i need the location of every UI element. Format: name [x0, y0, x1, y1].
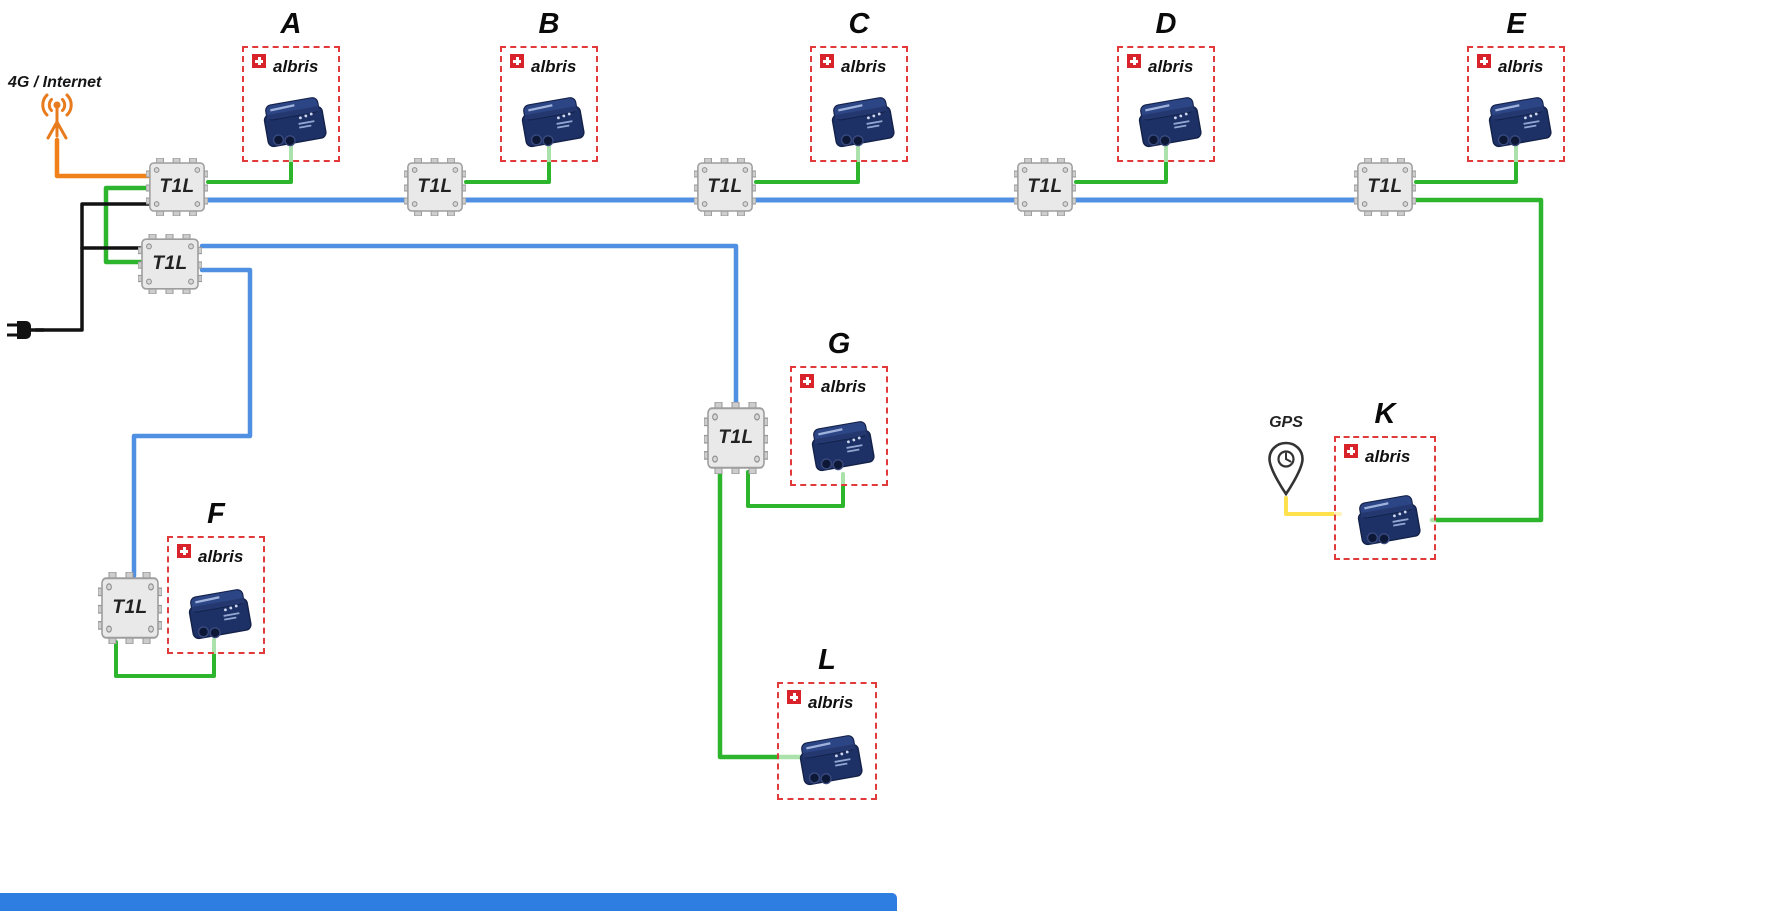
t1l-box-top-1: T1L: [146, 158, 208, 216]
cable-orange-internet: [54, 137, 153, 179]
albris-unit-d: D albris: [1117, 8, 1215, 162]
albris-device-image: [820, 88, 902, 154]
t1l-label: T1L: [112, 597, 148, 618]
albris-unit-k: K albris: [1334, 398, 1436, 560]
cable-green-t1l-link: [103, 185, 153, 265]
swiss-flag-icon: [787, 690, 801, 704]
device-letter: K: [1374, 398, 1396, 430]
t1l-label: T1L: [159, 176, 195, 197]
t1l-box-top-3: T1L: [694, 158, 756, 216]
albris-unit-b: B albris: [500, 8, 598, 162]
albris-unit-e: E albris: [1467, 8, 1565, 162]
albris-dashed-box: albris: [500, 46, 598, 162]
albris-unit-c: C albris: [810, 8, 908, 162]
albris-device-image: [788, 726, 870, 792]
t1l-label: T1L: [707, 176, 743, 197]
t1l-label: T1L: [718, 427, 754, 448]
albris-device-image: [252, 88, 334, 154]
device-letter: D: [1155, 8, 1177, 40]
swiss-flag-icon: [1127, 54, 1141, 68]
t1l-label: T1L: [1027, 176, 1063, 197]
t1l-box-top-5: T1L: [1354, 158, 1416, 216]
gps-pin-icon: [1268, 441, 1304, 497]
device-letter: A: [280, 8, 302, 40]
albris-dashed-box: albris: [790, 366, 888, 486]
albris-device-image: [510, 88, 592, 154]
albris-dashed-box: albris: [777, 682, 877, 800]
swiss-flag-icon: [510, 54, 524, 68]
albris-dashed-box: albris: [1334, 436, 1436, 560]
swiss-flag-icon: [1344, 444, 1358, 458]
albris-brand-label: albris: [1365, 447, 1411, 466]
albris-dashed-box: albris: [167, 536, 265, 654]
cable-yellow-gps: [1284, 496, 1342, 516]
albris-brand-label: albris: [1148, 57, 1194, 76]
power-plug-icon: [7, 321, 44, 339]
swiss-flag-icon: [252, 54, 266, 68]
cable-black-power: [34, 202, 152, 332]
device-letter: C: [848, 8, 870, 40]
albris-brand-label: albris: [198, 547, 244, 566]
albris-unit-l: L albris: [777, 644, 877, 800]
cable-green-g: [746, 470, 845, 508]
albris-brand-label: albris: [1498, 57, 1544, 76]
gps-label: GPS: [1269, 414, 1303, 431]
t1l-label: T1L: [152, 253, 188, 274]
t1l-box-middle-g: T1L: [704, 402, 768, 474]
t1l-label: T1L: [417, 176, 453, 197]
bottom-blue-bar: [0, 893, 897, 911]
device-letter: F: [207, 498, 225, 530]
albris-device-image: [800, 412, 882, 478]
t1l-box-top-2: T1L: [404, 158, 466, 216]
cable-green-f: [114, 638, 216, 678]
albris-unit-a: A albris: [242, 8, 340, 162]
albris-unit-f: F albris: [167, 498, 265, 654]
albris-brand-label: albris: [841, 57, 887, 76]
albris-dashed-box: albris: [1117, 46, 1215, 162]
albris-device-image: [1346, 486, 1428, 552]
t1l-box-top-4: T1L: [1014, 158, 1076, 216]
4g-antenna-icon: [41, 93, 73, 140]
device-letter: B: [538, 8, 560, 40]
t1l-box-lower-f: T1L: [98, 572, 162, 644]
device-letter: E: [1506, 8, 1526, 40]
t1l-box-left-2: T1L: [138, 234, 202, 294]
albris-device-image: [1127, 88, 1209, 154]
albris-device-image: [177, 580, 259, 646]
albris-brand-label: albris: [531, 57, 577, 76]
swiss-flag-icon: [820, 54, 834, 68]
swiss-flag-icon: [1477, 54, 1491, 68]
cable-blue-branch-g: [199, 243, 739, 409]
device-letter: G: [827, 328, 851, 360]
albris-dashed-box: albris: [810, 46, 908, 162]
cable-green-l: [717, 469, 803, 760]
albris-dashed-box: albris: [242, 46, 340, 162]
cable-green-k-long: [1413, 197, 1544, 523]
device-letter: L: [818, 644, 836, 676]
albris-brand-label: albris: [808, 693, 854, 712]
swiss-flag-icon: [177, 544, 191, 558]
albris-dashed-box: albris: [1467, 46, 1565, 162]
albris-brand-label: albris: [821, 377, 867, 396]
albris-device-image: [1477, 88, 1559, 154]
internet-label: 4G / Internet: [8, 74, 102, 91]
albris-unit-g: G albris: [790, 328, 888, 486]
swiss-flag-icon: [800, 374, 814, 388]
t1l-label: T1L: [1367, 176, 1403, 197]
albris-brand-label: albris: [273, 57, 319, 76]
cable-blue-branch-f: [131, 267, 253, 579]
